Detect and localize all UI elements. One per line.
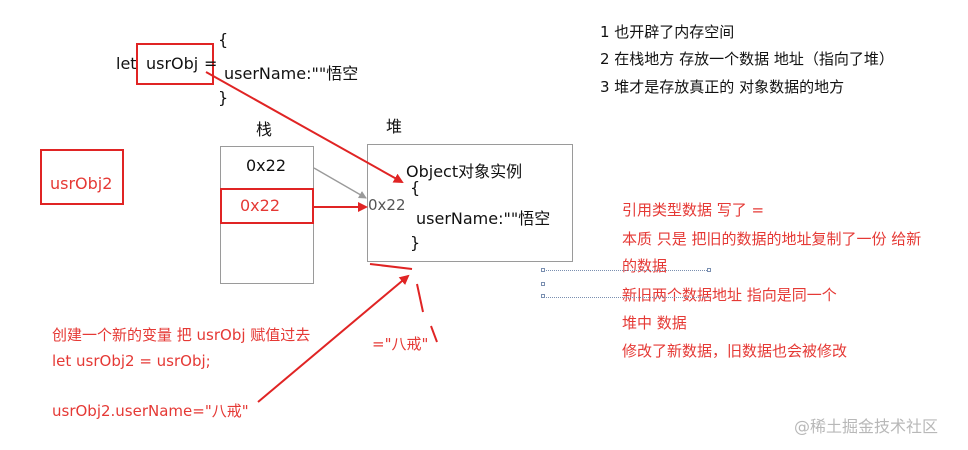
- note-top-2: 2 在栈地方 存放一个数据 地址（指向了堆）: [600, 50, 894, 68]
- heap-address: 0x22: [368, 196, 406, 214]
- note-right-5: 堆中 数据: [622, 314, 687, 332]
- heap-close-brace: }: [410, 233, 421, 252]
- usrobj-highlight-box: [136, 43, 214, 85]
- heap-open-brace: {: [410, 178, 421, 197]
- code-open-brace: {: [218, 30, 229, 49]
- note-top-3: 3 堆才是存放真正的 对象数据的地方: [600, 78, 845, 96]
- heap-label: 堆: [386, 117, 403, 136]
- usrobj2-label: usrObj2: [50, 174, 113, 193]
- selection-handle[interactable]: [541, 282, 545, 286]
- usrobj2-box: [40, 149, 124, 205]
- stack-address-1: 0x22: [246, 156, 287, 175]
- stack-new-slot-box: [220, 188, 314, 224]
- note-right-4: 新旧两个数据地址 指向是同一个: [622, 286, 837, 304]
- usrobj-variable: usrObj: [146, 54, 199, 73]
- stack-to-heap-pointer: [313, 167, 367, 199]
- note-bottom-line1: 创建一个新的变量 把 usrObj 赋值过去: [52, 326, 311, 344]
- watermark: @稀土掘金技术社区: [794, 417, 939, 436]
- equals-sign: =: [204, 54, 218, 73]
- note-new-value: ="八戒": [372, 335, 429, 353]
- tick-stroke-2: [430, 325, 438, 343]
- note-bottom-assign: usrObj2.userName="八戒": [52, 402, 249, 420]
- code-property: userName:""悟空: [224, 64, 359, 83]
- stack-address-2: 0x22: [240, 196, 281, 215]
- selection-handle[interactable]: [707, 268, 711, 272]
- tick-stroke: [416, 283, 424, 313]
- heap-object-title: Object对象实例: [406, 162, 523, 181]
- note-bottom-line2: let usrObj2 = usrObj;: [52, 352, 211, 370]
- stack-label: 栈: [256, 120, 273, 139]
- note-top-1: 1 也开辟了内存空间: [600, 23, 735, 41]
- selection-handle[interactable]: [541, 268, 545, 272]
- code-close-brace: }: [218, 88, 229, 107]
- let-keyword: let: [116, 54, 137, 73]
- note-right-2: 本质 只是 把旧的数据的地址复制了一份 给新: [622, 230, 922, 248]
- selection-frame[interactable]: [543, 270, 709, 298]
- note-right-6: 修改了新数据，旧数据也会被修改: [622, 342, 848, 360]
- selection-handle[interactable]: [541, 294, 545, 298]
- heap-property: userName:""悟空: [416, 209, 551, 228]
- underline-stroke: [369, 263, 413, 270]
- note-right-1: 引用类型数据 写了 =: [622, 201, 765, 219]
